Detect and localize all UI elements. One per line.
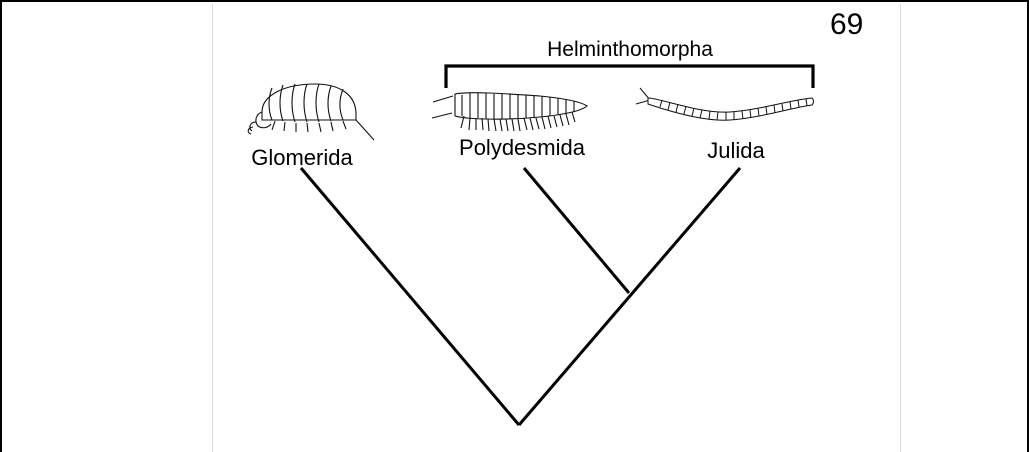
- pill-millipede-icon: [248, 84, 374, 140]
- tree-branches: [301, 168, 740, 425]
- branch-glomerida: [301, 168, 519, 425]
- branch-polydesmida: [524, 168, 629, 293]
- flat-backed-millipede-icon: [432, 93, 587, 131]
- cylindrical-millipede-icon: [636, 88, 814, 120]
- clade-label: Helminthomorpha: [547, 38, 713, 61]
- taxon-label-glomerida: Glomerida: [251, 145, 353, 170]
- branch-julida: [519, 168, 740, 425]
- helminthomorpha-bracket: [446, 66, 813, 88]
- taxon-label-julida: Julida: [707, 138, 765, 163]
- taxon-label-polydesmida: Polydesmida: [459, 135, 586, 160]
